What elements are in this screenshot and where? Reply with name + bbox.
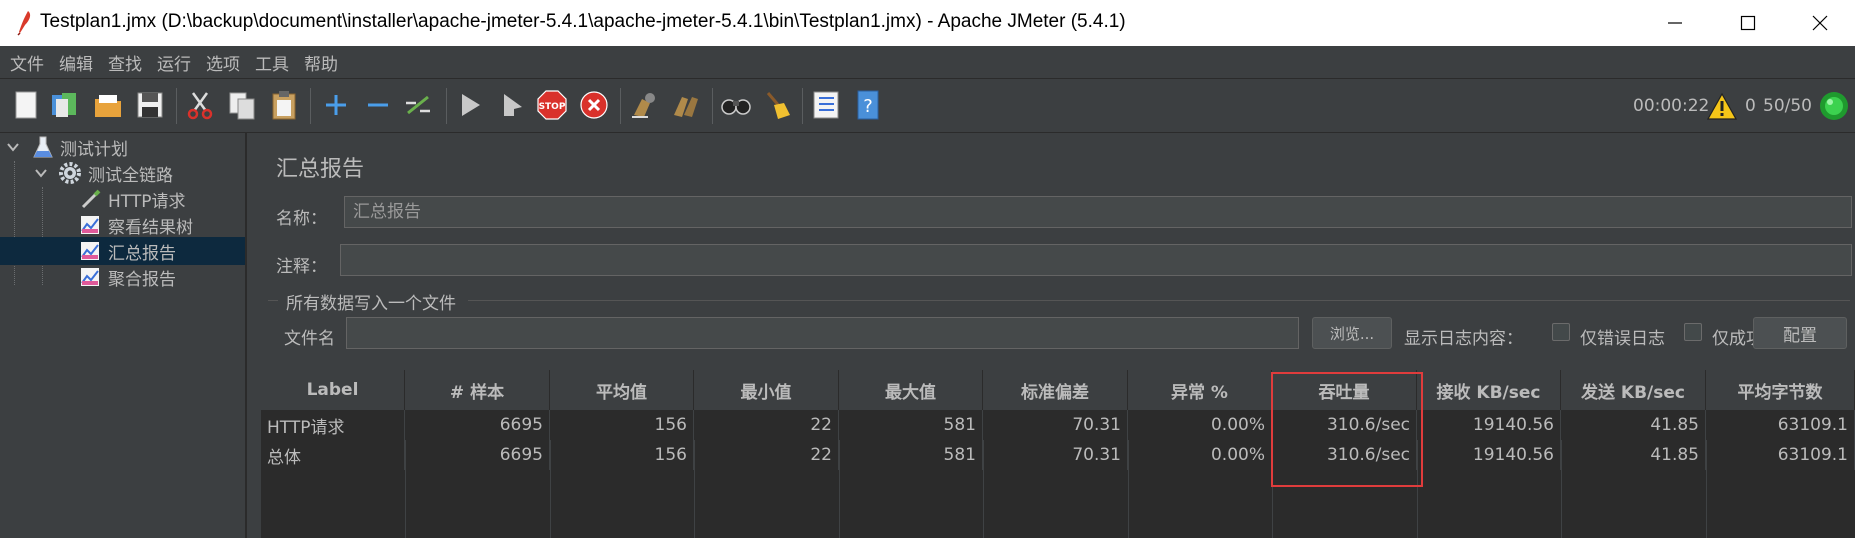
column-header-max[interactable]: 最大值 (839, 370, 983, 410)
search-icon[interactable] (720, 89, 752, 121)
tree-item-summary-report[interactable]: 汇总报告 (0, 237, 245, 265)
menu-run[interactable]: 运行 (157, 54, 191, 75)
log-content-label: 显示日志内容： (1404, 329, 1523, 349)
jmeter-feather-icon (17, 11, 31, 36)
function-helper-icon[interactable] (810, 89, 842, 121)
clear-icon[interactable] (628, 89, 660, 121)
maximize-button[interactable] (1713, 0, 1783, 46)
paste-icon[interactable] (268, 89, 300, 121)
svg-text:?: ? (863, 96, 873, 117)
column-header-label[interactable]: Label (261, 370, 405, 410)
column-header-error-pct[interactable]: 异常 % (1128, 370, 1272, 410)
menu-file[interactable]: 文件 (10, 54, 44, 75)
file-group-title: 所有数据写入一个文件 (286, 294, 456, 314)
throughput-highlight-box (1271, 372, 1423, 487)
svg-text:STOP: STOP (539, 102, 566, 112)
close-button[interactable] (1785, 0, 1855, 46)
column-header-avg-bytes[interactable]: 平均字节数 (1706, 370, 1855, 410)
tree-item-aggregate-report[interactable]: 聚合报告 (80, 263, 176, 291)
success-only-checkbox[interactable] (1684, 323, 1702, 341)
tree-item-http-request[interactable]: HTTP请求 (80, 185, 186, 213)
column-header-average[interactable]: 平均值 (550, 370, 694, 410)
comment-input[interactable] (340, 244, 1852, 276)
templates-icon[interactable] (48, 89, 80, 121)
minimize-button[interactable] (1640, 0, 1710, 46)
menu-search[interactable]: 查找 (108, 54, 142, 75)
column-header-samples[interactable]: # 样本 (405, 370, 550, 410)
copy-icon[interactable] (226, 89, 258, 121)
run-status-indicator-icon (1820, 92, 1848, 120)
errors-only-checkbox[interactable] (1552, 323, 1570, 341)
error-count: 0 (1745, 96, 1756, 116)
help-icon[interactable]: ? (852, 89, 884, 121)
menu-bar: 文件 编辑 查找 运行 选项 工具 帮助 (0, 46, 1855, 79)
minimize-icon (1668, 22, 1682, 24)
chevron-down-icon[interactable] (34, 166, 48, 180)
chart-icon (81, 268, 99, 286)
clear-all-icon[interactable] (670, 89, 702, 121)
window-title: Testplan1.jmx (D:\backup\document\instal… (40, 11, 1126, 32)
tree-item-thread-group[interactable]: 测试全链路 (34, 159, 173, 187)
new-icon[interactable] (10, 89, 42, 121)
name-input[interactable]: 汇总报告 (344, 196, 1852, 228)
results-table: Label # 样本 平均值 最小值 最大值 标准偏差 异常 % 吞吐量 接收 … (261, 370, 1855, 538)
chart-icon (81, 216, 99, 234)
shutdown-icon[interactable] (578, 89, 610, 121)
toolbar: STOP ? 00:00:22 0 50/50 (0, 80, 1855, 133)
menu-options[interactable]: 选项 (206, 54, 240, 75)
chevron-down-icon[interactable] (6, 140, 20, 154)
reset-search-icon[interactable] (760, 89, 792, 121)
start-no-pause-icon[interactable] (496, 89, 528, 121)
chart-icon (81, 242, 99, 260)
panel-title: 汇总报告 (276, 157, 365, 182)
filename-input[interactable] (346, 317, 1299, 349)
summary-report-panel: 汇总报告 名称： 汇总报告 注释： 所有数据写入一个文件 文件名 浏览... 显… (262, 133, 1855, 538)
menu-tools[interactable]: 工具 (255, 54, 289, 75)
tree-item-test-plan[interactable]: 测试计划 (6, 133, 128, 161)
open-icon[interactable] (92, 89, 124, 121)
filename-label: 文件名 (284, 329, 335, 349)
flask-icon (33, 136, 53, 158)
stop-icon[interactable]: STOP (536, 89, 568, 121)
name-label: 名称： (276, 209, 327, 229)
toggle-icon[interactable] (402, 89, 434, 121)
thread-count: 50/50 (1763, 96, 1812, 116)
menu-edit[interactable]: 编辑 (59, 54, 93, 75)
start-icon[interactable] (454, 89, 486, 121)
title-bar: Testplan1.jmx (D:\backup\document\instal… (0, 0, 1855, 46)
save-icon[interactable] (134, 89, 166, 121)
test-plan-tree: 测试计划 测试全链路 HTTP请求 察看结果树 汇总报告 聚合报告 (0, 133, 246, 538)
column-header-min[interactable]: 最小值 (694, 370, 839, 410)
column-header-std-dev[interactable]: 标准偏差 (983, 370, 1128, 410)
expand-icon[interactable] (320, 89, 352, 121)
pipette-icon (81, 189, 101, 209)
configure-button[interactable]: 配置 (1753, 317, 1847, 349)
collapse-icon[interactable] (362, 89, 394, 121)
close-icon (1812, 15, 1828, 31)
menu-help[interactable]: 帮助 (304, 54, 338, 75)
maximize-icon (1740, 15, 1756, 31)
column-header-received-kb[interactable]: 接收 KB/sec (1417, 370, 1561, 410)
column-header-throughput[interactable]: 吞吐量 (1272, 370, 1417, 410)
comment-label: 注释： (276, 257, 327, 277)
warning-icon[interactable] (1707, 93, 1737, 120)
column-header-sent-kb[interactable]: 发送 KB/sec (1561, 370, 1706, 410)
cut-icon[interactable] (184, 89, 216, 121)
gear-icon (59, 162, 81, 184)
errors-only-label: 仅错误日志 (1580, 329, 1665, 349)
elapsed-timer: 00:00:22 (1633, 96, 1710, 116)
tree-item-view-results-tree[interactable]: 察看结果树 (80, 211, 193, 239)
split-pane-divider[interactable] (246, 133, 261, 538)
browse-button[interactable]: 浏览... (1312, 317, 1392, 349)
